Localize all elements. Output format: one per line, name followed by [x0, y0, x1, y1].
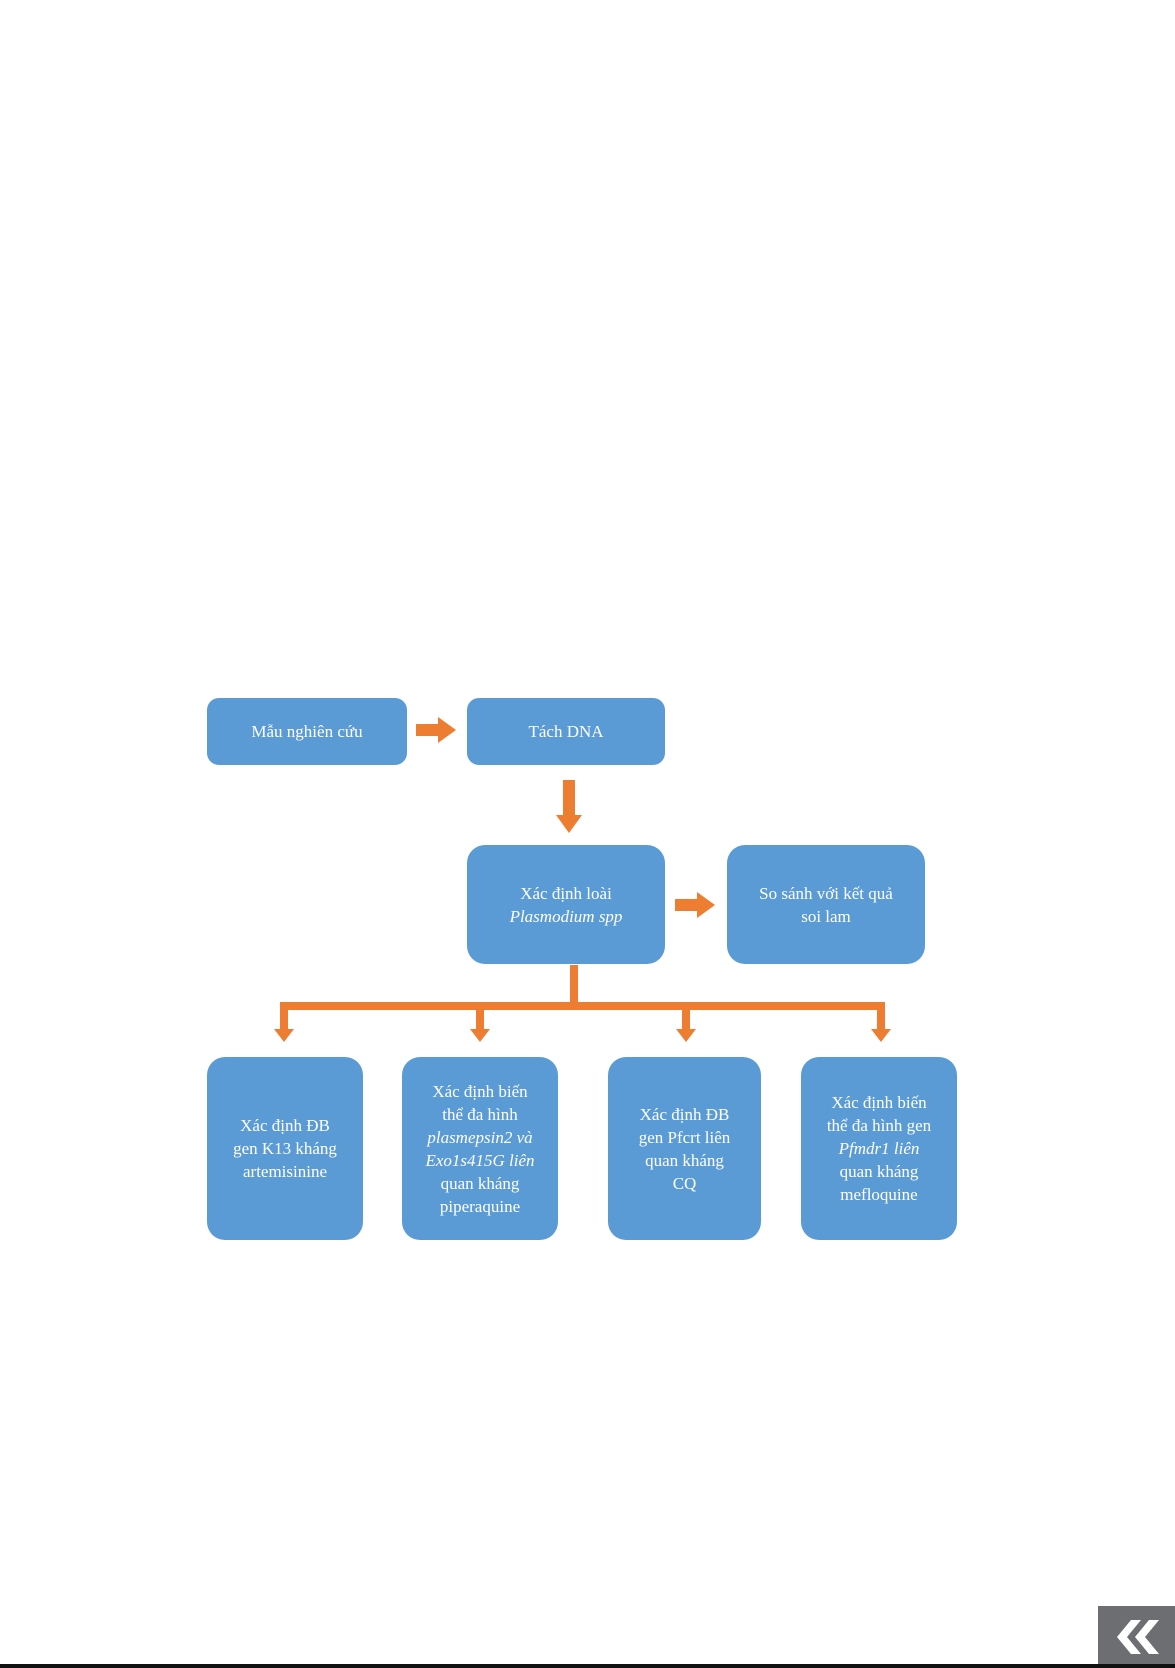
box-text-line: Xác định loài [520, 883, 612, 903]
box-text-line: piperaquine [439, 1196, 521, 1216]
box-compare-microscopy: So sánh với kết quả soi lam [727, 845, 925, 964]
box-text-line: Tách DNA [528, 722, 604, 741]
box-text-line: Exo1s415G liên [425, 1150, 535, 1170]
box-text-line: Xác định biến [432, 1081, 528, 1101]
arrow-sample-to-dna [416, 717, 456, 743]
box-text-line: quan kháng [645, 1150, 724, 1170]
double-chevron-left-icon [1116, 1620, 1159, 1654]
box-text-line: gen K13 kháng [233, 1139, 337, 1158]
box-text-line: CQ [672, 1173, 697, 1193]
arrow-species-to-compare [675, 892, 715, 918]
box-sample: Mẫu nghiên cứu [207, 698, 407, 765]
page-bottom-rule [0, 1664, 1175, 1668]
nav-back-button[interactable] [1098, 1606, 1175, 1668]
box-text-line: soi lam [801, 906, 851, 926]
box-text-line: So sánh với kết quả [759, 883, 893, 903]
box-text-line: Plasmodium spp [509, 906, 623, 926]
arrow-branch-to-pfmdr1 [871, 1002, 891, 1042]
arrow-branch-to-plasmepsin [470, 1002, 490, 1042]
box-dna-extraction: Tách DNA [467, 698, 665, 765]
branch-bar [280, 1002, 885, 1010]
box-text-line: thể đa hình [442, 1104, 518, 1124]
box-text-line: thể đa hình gen [826, 1116, 932, 1135]
box-text-line: Pfmdr1 liên [838, 1139, 920, 1158]
box-k13-mutation: Xác định ĐB gen K13 kháng artemisinine [207, 1057, 363, 1240]
box-text-line: Xác định ĐB [240, 1116, 330, 1135]
box-text-line: gen Pfcrt liên [638, 1127, 731, 1147]
box-text-line: artemisinine [242, 1162, 328, 1181]
box-text-line: quan kháng [440, 1173, 520, 1193]
box-text-line: Xác định biến [831, 1093, 927, 1112]
box-plasmepsin-polymorphism: Xác định biến thể đa hình plasmepsin2 và Ex… [402, 1057, 558, 1240]
box-text-line: quan kháng [839, 1162, 919, 1181]
branch-stem [570, 965, 578, 1009]
arrow-branch-to-pfcrt [676, 1002, 696, 1042]
box-text-line: Xác định ĐB [639, 1104, 730, 1124]
box-text-line: plasmepsin2 và [427, 1127, 533, 1147]
arrow-dna-to-species [556, 780, 582, 833]
box-text-line: Mẫu nghiên cứu [251, 722, 363, 741]
arrow-branch-to-k13 [274, 1002, 294, 1042]
box-text-line: mefloquine [840, 1185, 918, 1204]
